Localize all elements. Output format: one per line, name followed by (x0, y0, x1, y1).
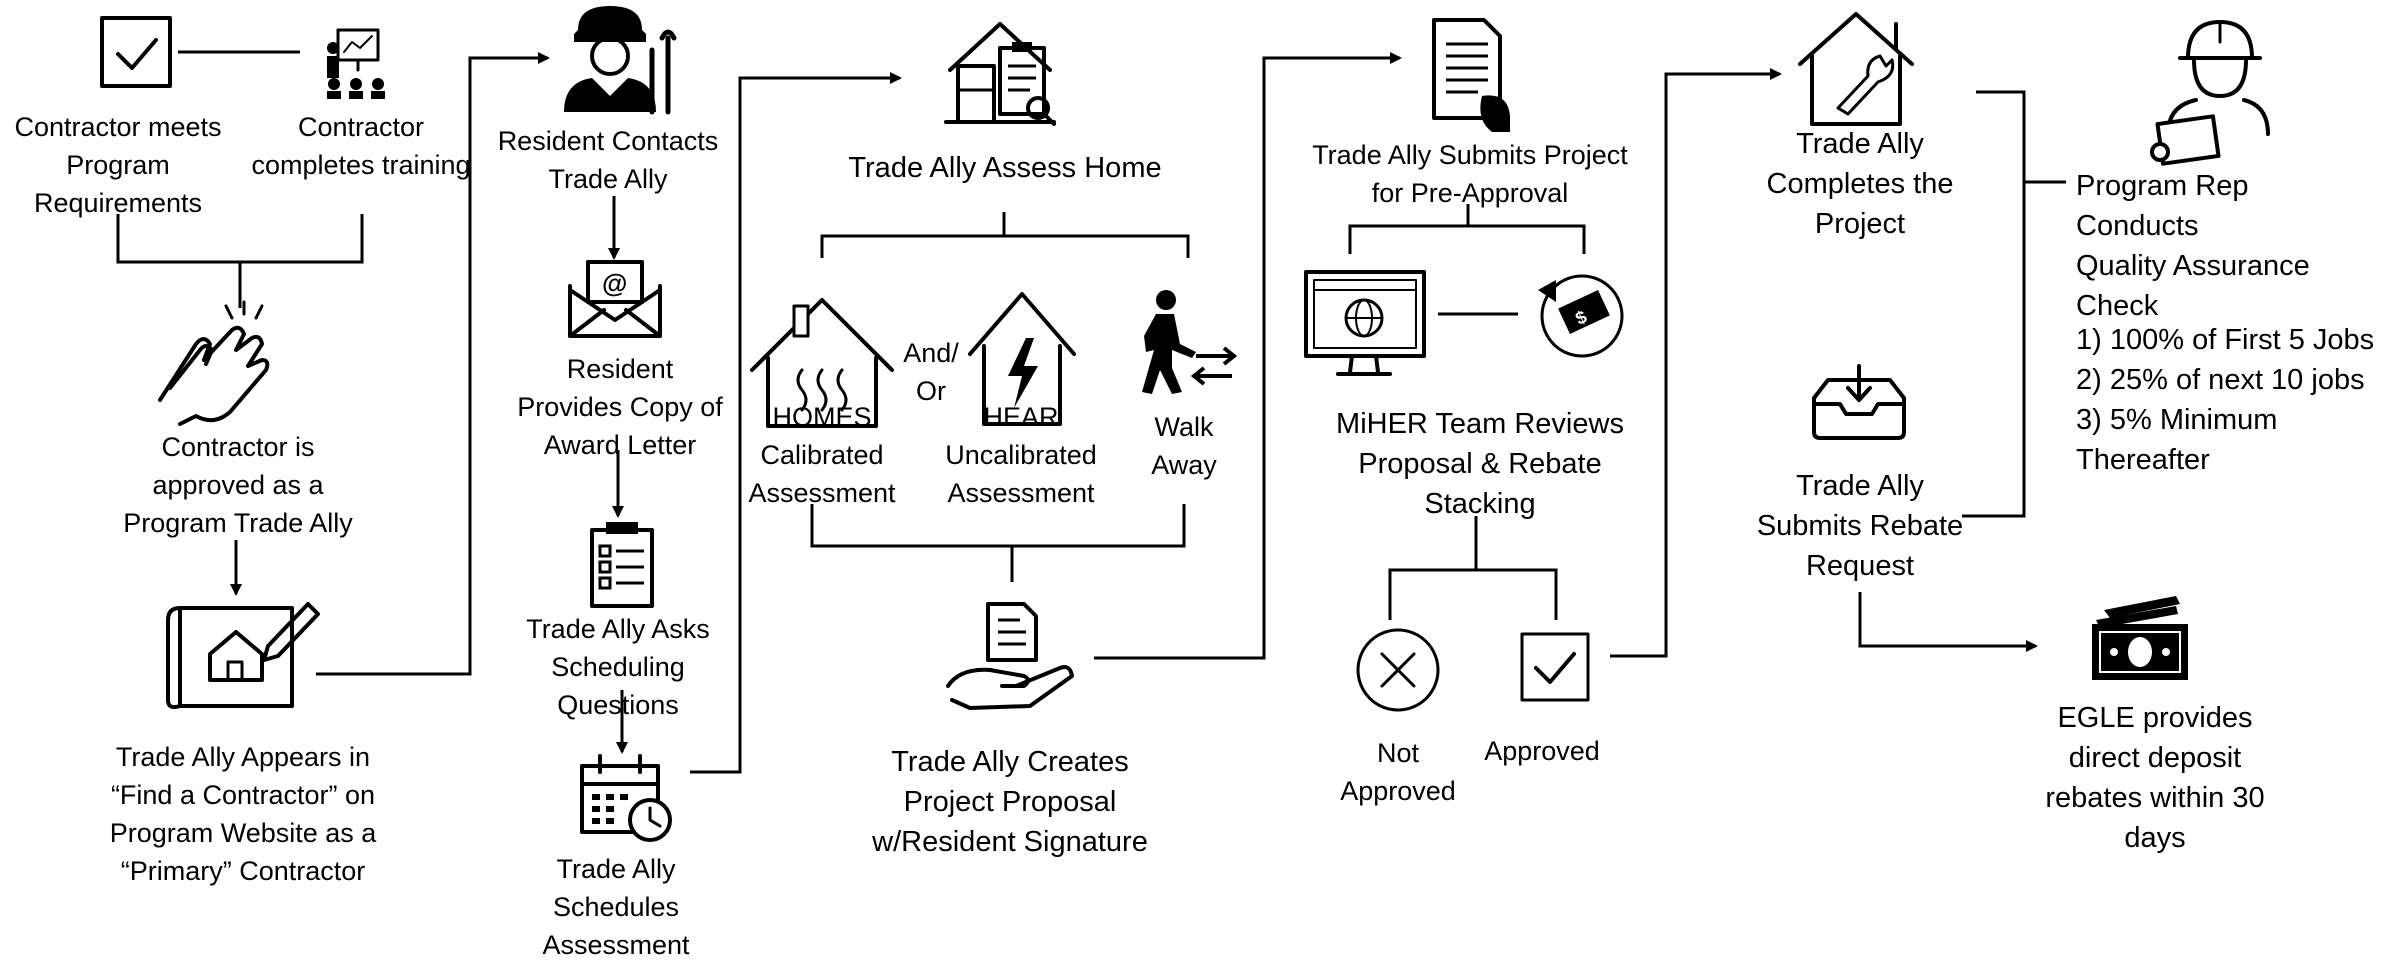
homes-label: HOMES Calibrated Assessment (748, 402, 896, 508)
award-letter-label: Resident Provides Copy of Award Letter (517, 354, 723, 460)
clapping-hands-icon (158, 300, 270, 426)
construction-worker-icon (2150, 20, 2270, 166)
approved-label: Approved (1484, 736, 1600, 766)
website-monitor-icon (1304, 270, 1426, 376)
contractor-meets-label: Contractor meets Program Requirements (14, 112, 222, 218)
email-envelope-icon: @ (568, 260, 662, 338)
completes-project-label: Trade Ally Completes the Project (1766, 128, 1954, 240)
rebate-cycle-icon: $ (1538, 274, 1624, 358)
heat-house-icon (750, 298, 894, 428)
find-contractor-label: Trade Ally Appears in “Find a Contractor… (109, 742, 377, 886)
blueprint-house-icon (166, 602, 320, 710)
assess-home-label: Trade Ally Assess Home (848, 152, 1162, 184)
project-proposal-label: Trade Ally Creates Project Proposal w/Re… (872, 746, 1148, 858)
contractor-training-label: Contractor completes training (251, 112, 471, 180)
hand-document-icon (946, 602, 1074, 710)
calendar-clock-icon (580, 754, 672, 842)
contractor-approved-label: Contractor is approved as a Program Trad… (123, 432, 353, 538)
x-circle-icon (1356, 628, 1440, 712)
walk-away-label: Walk Away (1151, 412, 1217, 480)
scheduling-questions-label: Trade Ally Asks Scheduling Questions (526, 614, 710, 720)
walk-away-icon (1142, 290, 1238, 394)
training-presentation-icon (327, 28, 385, 99)
not-approved-label: Not Approved (1340, 738, 1456, 806)
cash-money-icon (2092, 596, 2188, 680)
submits-rebate-label: Trade Ally Submits Rebate Request (1756, 470, 1964, 582)
svg-text:@: @ (602, 268, 627, 298)
qa-rules-label: 1) 100% of First 5 Jobs 2) 25% of next 1… (2076, 324, 2375, 476)
egle-label: EGLE provides direct deposit rebates wit… (2045, 702, 2265, 854)
house-inspection-icon (944, 22, 1056, 126)
miher-reviews-label: MiHER Team Reviews Proposal & Rebate Sta… (1336, 408, 1624, 520)
qa-check-label: Program Rep Conducts Quality Assurance C… (2076, 170, 2310, 322)
electric-house-icon (968, 292, 1076, 426)
clipboard-checklist-icon (590, 522, 654, 608)
inbox-download-icon (1812, 364, 1906, 440)
house-repair-icon (1798, 12, 1914, 126)
hear-label: HEAR Uncalibrated Assessment (945, 402, 1097, 508)
checkbox-icon (100, 16, 172, 88)
submits-project-label: Trade Ally Submits Project for Pre-Appro… (1312, 140, 1628, 208)
and-or-label: And/ Or (903, 338, 959, 406)
document-hand-icon (1432, 18, 1510, 132)
approved-check-icon (1520, 632, 1590, 702)
schedules-assessment-label: Trade Ally Schedules Assessment (542, 854, 690, 960)
resident-contacts-label: Resident Contacts Trade Ally (497, 126, 719, 194)
connectors (116, 50, 2066, 774)
worker-with-tools-icon (564, 6, 677, 115)
